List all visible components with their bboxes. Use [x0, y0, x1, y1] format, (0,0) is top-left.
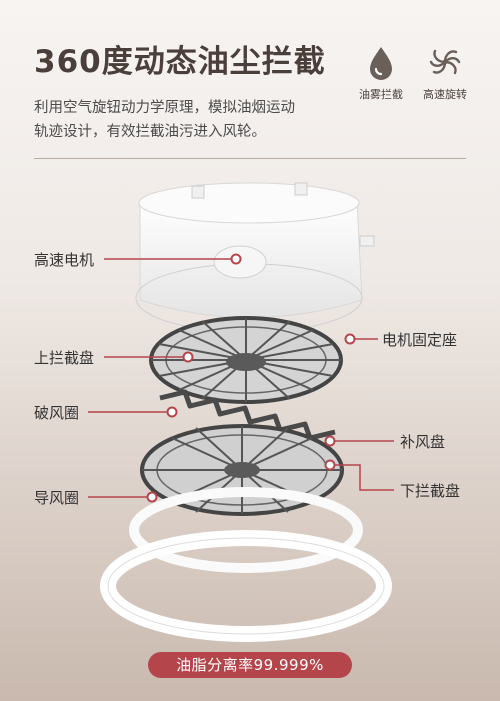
description: 利用空气旋钮动力学原理，模拟油烟运动 轨迹设计，有效拦截油污进入风轮。 [34, 96, 334, 144]
divider [34, 158, 466, 159]
label-motor: 高速电机 [34, 251, 95, 269]
motor-mount-part [135, 182, 375, 333]
swirl-icon [425, 42, 465, 82]
feature-label: 高速旋转 [423, 88, 467, 101]
leader-lines [88, 253, 394, 503]
feature-label: 油雾拦截 [359, 88, 403, 101]
label-upper-disk: 上拦截盘 [34, 349, 95, 367]
label-lower-disk: 下拦截盘 [400, 482, 461, 500]
description-line-2: 轨迹设计，有效拦截油污进入风轮。 [34, 124, 266, 140]
oil-drop-icon [361, 42, 401, 82]
guide-ring-part [100, 487, 392, 642]
label-guide-ring: 导风圈 [34, 489, 80, 507]
breaker-ring-part [159, 389, 336, 441]
feature-high-speed: 高速旋转 [414, 42, 476, 102]
label-breaker-ring: 破风圈 [34, 404, 80, 422]
page-title: 360度动态油尘拦截 [34, 44, 326, 80]
label-fill-disk: 补风盘 [400, 433, 446, 451]
description-line-1: 利用空气旋钮动力学原理，模拟油烟运动 [34, 100, 295, 116]
separation-rate-badge: 油脂分离率99.999% [148, 652, 352, 678]
label-motor-mount: 电机固定座 [382, 331, 458, 349]
upper-disk-part [149, 316, 343, 404]
feature-oil-mist: 油雾拦截 [350, 42, 412, 102]
